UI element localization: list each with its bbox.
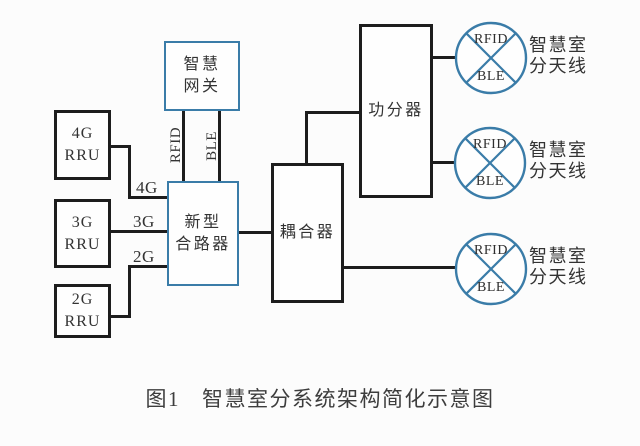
rru-3g-box: 3G RRU [54,199,111,268]
coupler-label: 耦合器 [279,224,336,241]
rru-2g-label-line2: RRU [64,313,101,330]
link-4g-seg1 [111,145,131,148]
rru-4g-box: 4G RRU [54,110,111,180]
link-4g-seg3 [128,196,167,199]
rru-4g-label-line2: RRU [64,147,101,164]
combiner-label-line2: 合路器 [175,235,231,253]
link-gateway-combiner-rfid [182,111,185,181]
splitter-label: 功分器 [368,102,424,119]
antenna1-side-label: 智慧室 分天线 [529,35,599,77]
gateway-label-line1: 智慧 [183,56,221,73]
figure-caption-number: 图1 [145,387,180,411]
antenna2-ble-label: BLE [476,174,504,189]
antenna2-side-line2: 分天线 [529,161,588,181]
rru-4g-label-line1: 4G [71,125,94,142]
splitter-box: 功分器 [359,24,433,198]
link-combiner-coupler [239,231,271,234]
antenna3-ble-label: BLE [477,280,505,295]
link-2g-seg1 [111,315,131,318]
rru-3g-label-line1: 3G [71,213,94,231]
antenna1-side-line1: 智慧室 [529,35,588,55]
antenna1-ble-label: BLE [477,69,505,84]
link-gateway-combiner-ble [218,111,221,181]
antenna-cross-line [465,243,517,295]
antenna3-rfid-label: RFID [474,243,508,258]
antenna1-side-line2: 分天线 [529,56,588,76]
link-splitter-antenna1 [433,56,456,59]
link-2g-seg3 [128,265,167,268]
link-splitter-antenna2 [433,161,455,164]
gateway-label-line2: 网关 [183,78,221,95]
rru-3g-label-line2: RRU [64,235,101,253]
combiner-label-line1: 新型 [184,213,222,231]
coupler-box: 耦合器 [271,163,344,303]
gateway-box: 智慧 网关 [164,41,240,111]
link-3g-seg1 [111,230,167,233]
antenna-cross-line [464,137,516,189]
link-label-3g: 3G [133,212,155,231]
figure-caption-text: 智慧室分系统架构简化示意图 [202,387,495,411]
antenna-icon: RFID BLE [454,21,528,95]
link-coupler-splitter-h [305,111,359,114]
link-label-2g: 2G [133,247,155,266]
rru-2g-label-line1: 2G [71,291,94,308]
link-4g-seg2 [128,145,131,199]
ble-port-label: BLE [204,131,220,161]
link-coupler-antenna3 [344,266,456,269]
combiner-box: 新型 合路器 [167,181,239,286]
antenna-icon: RFID BLE [454,232,528,306]
antenna1-rfid-label: RFID [474,32,508,47]
rru-2g-box: 2G RRU [54,284,111,338]
antenna3-side-label: 智慧室 分天线 [529,246,599,288]
antenna2-rfid-label: RFID [473,137,507,152]
figure-caption: 图1 智慧室分系统架构简化示意图 [0,383,640,413]
antenna2-side-line1: 智慧室 [529,140,588,160]
link-coupler-splitter-v [305,111,308,163]
antenna-icon: RFID BLE [453,126,527,200]
antenna3-side-line1: 智慧室 [529,246,588,266]
link-label-4g: 4G [136,178,158,197]
antenna3-side-line2: 分天线 [529,267,588,287]
rfid-port-label: RFID [168,126,184,164]
antenna2-side-label: 智慧室 分天线 [529,140,599,182]
link-2g-seg2 [128,265,131,318]
antenna-cross-line [465,32,517,84]
